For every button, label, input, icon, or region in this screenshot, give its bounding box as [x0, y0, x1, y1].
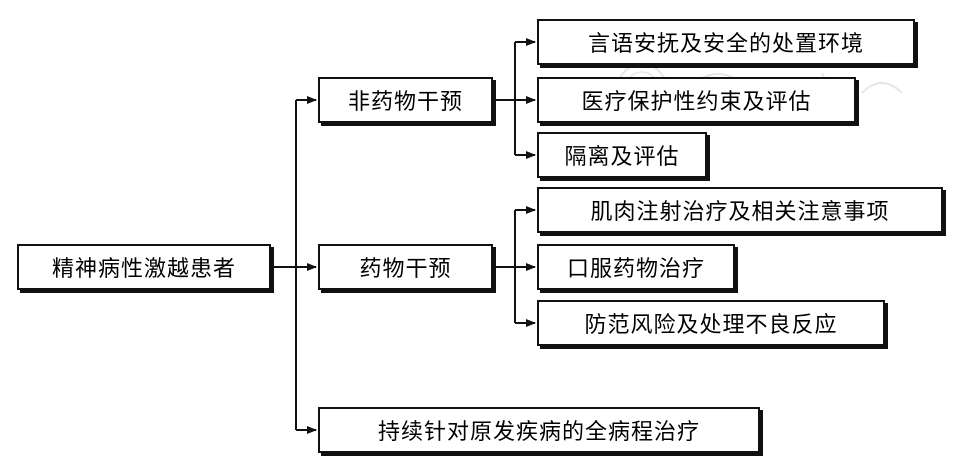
- node-label: 言语安抚及安全的处置环境: [587, 32, 864, 57]
- node-isolation: 隔离及评估: [537, 132, 707, 178]
- node-label: 肌肉注射治疗及相关注意事项: [590, 200, 890, 225]
- node-verbal-comfort: 言语安抚及安全的处置环境: [537, 19, 915, 65]
- node-non-drug-intervention: 非药物干预: [318, 77, 493, 123]
- node-im-injection: 肌肉注射治疗及相关注意事项: [537, 187, 943, 233]
- root-node-label: 精神病性激越患者: [51, 257, 236, 282]
- node-label: 口服药物治疗: [566, 257, 705, 282]
- node-label: 药物干预: [359, 257, 452, 282]
- node-oral-medication: 口服药物治疗: [537, 244, 735, 290]
- node-label: 非药物干预: [347, 90, 463, 115]
- node-protective-restraint: 医疗保护性约束及评估: [537, 77, 856, 123]
- node-risk-prevention: 防范风险及处理不良反应: [537, 300, 885, 346]
- node-label: 医疗保护性约束及评估: [581, 90, 812, 115]
- node-label: 持续针对原发疾病的全病程治疗: [377, 420, 700, 445]
- node-drug-intervention: 药物干预: [318, 244, 493, 290]
- node-continuous-treatment: 持续针对原发疾病的全病程治疗: [318, 407, 760, 453]
- root-node: 精神病性激越患者: [17, 244, 271, 290]
- node-label: 隔离及评估: [564, 145, 680, 170]
- node-label: 防范风险及处理不良反应: [584, 313, 838, 338]
